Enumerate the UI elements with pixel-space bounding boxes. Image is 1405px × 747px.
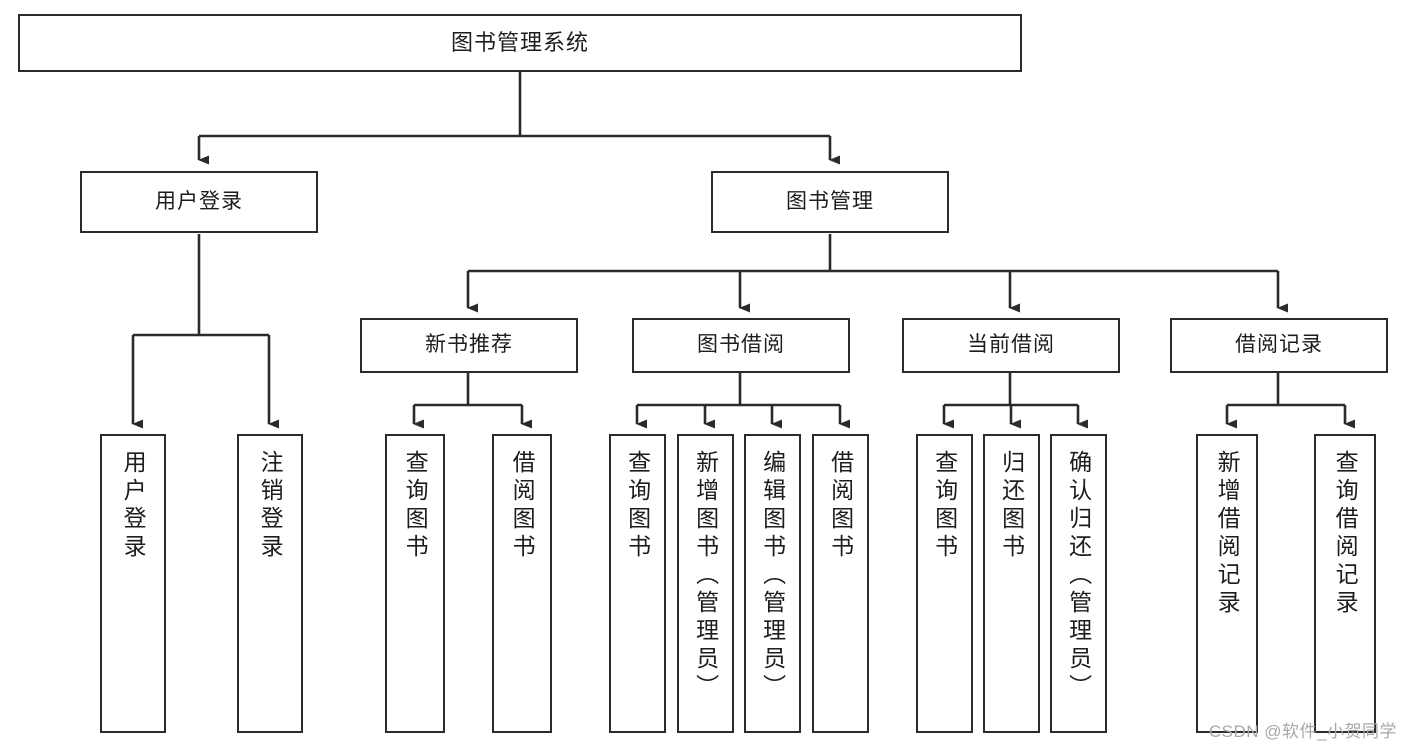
node-leaf-query-book-2[interactable]: 查询图书 [609, 434, 666, 733]
node-leaf-add-book-label: 新增图书（管理员） [692, 450, 719, 702]
node-book-borrow[interactable]: 图书借阅 [632, 318, 850, 373]
node-new-book-rec-label: 新书推荐 [425, 333, 513, 357]
node-leaf-return-book-label: 归还图书 [998, 450, 1025, 562]
node-leaf-confirm-return-label: 确认归还（管理员） [1065, 450, 1092, 702]
node-leaf-edit-book-label: 编辑图书（管理员） [759, 450, 786, 702]
node-leaf-borrow-book-2[interactable]: 借阅图书 [812, 434, 869, 733]
node-leaf-add-record-label: 新增借阅记录 [1214, 450, 1241, 618]
node-leaf-query-book-1-label: 查询图书 [402, 450, 429, 562]
node-leaf-logout-login[interactable]: 注销登录 [237, 434, 303, 733]
node-leaf-logout-login-label: 注销登录 [257, 450, 284, 562]
node-current-borrow[interactable]: 当前借阅 [902, 318, 1120, 373]
node-book-manage-label: 图书管理 [786, 189, 874, 213]
node-book-manage[interactable]: 图书管理 [711, 171, 949, 233]
node-borrow-record-label: 借阅记录 [1235, 333, 1323, 357]
node-leaf-borrow-book-2-label: 借阅图书 [827, 450, 854, 562]
node-user-login[interactable]: 用户登录 [80, 171, 318, 233]
node-user-login-label: 用户登录 [155, 189, 243, 213]
node-leaf-query-book-3[interactable]: 查询图书 [916, 434, 973, 733]
node-leaf-return-book[interactable]: 归还图书 [983, 434, 1040, 733]
node-root-label: 图书管理系统 [450, 30, 589, 56]
node-leaf-user-login[interactable]: 用户登录 [100, 434, 166, 733]
node-leaf-user-login-label: 用户登录 [120, 450, 147, 562]
node-leaf-confirm-return[interactable]: 确认归还（管理员） [1050, 434, 1107, 733]
node-leaf-borrow-book-1-label: 借阅图书 [509, 450, 536, 562]
node-leaf-add-book[interactable]: 新增图书（管理员） [677, 434, 734, 733]
node-leaf-borrow-book-1[interactable]: 借阅图书 [492, 434, 552, 733]
node-leaf-add-record[interactable]: 新增借阅记录 [1196, 434, 1258, 733]
node-leaf-edit-book[interactable]: 编辑图书（管理员） [744, 434, 801, 733]
node-current-borrow-label: 当前借阅 [967, 333, 1055, 357]
node-leaf-query-book-1[interactable]: 查询图书 [385, 434, 445, 733]
node-leaf-query-record[interactable]: 查询借阅记录 [1314, 434, 1376, 733]
node-root[interactable]: 图书管理系统 [18, 14, 1022, 72]
node-leaf-query-book-3-label: 查询图书 [931, 450, 958, 562]
watermark-text: CSDN @软件_小贺同学 [1208, 722, 1397, 741]
node-leaf-query-book-2-label: 查询图书 [624, 450, 651, 562]
node-leaf-query-record-label: 查询借阅记录 [1332, 450, 1359, 618]
node-book-borrow-label: 图书借阅 [697, 333, 785, 357]
node-new-book-rec[interactable]: 新书推荐 [360, 318, 578, 373]
node-borrow-record[interactable]: 借阅记录 [1170, 318, 1388, 373]
